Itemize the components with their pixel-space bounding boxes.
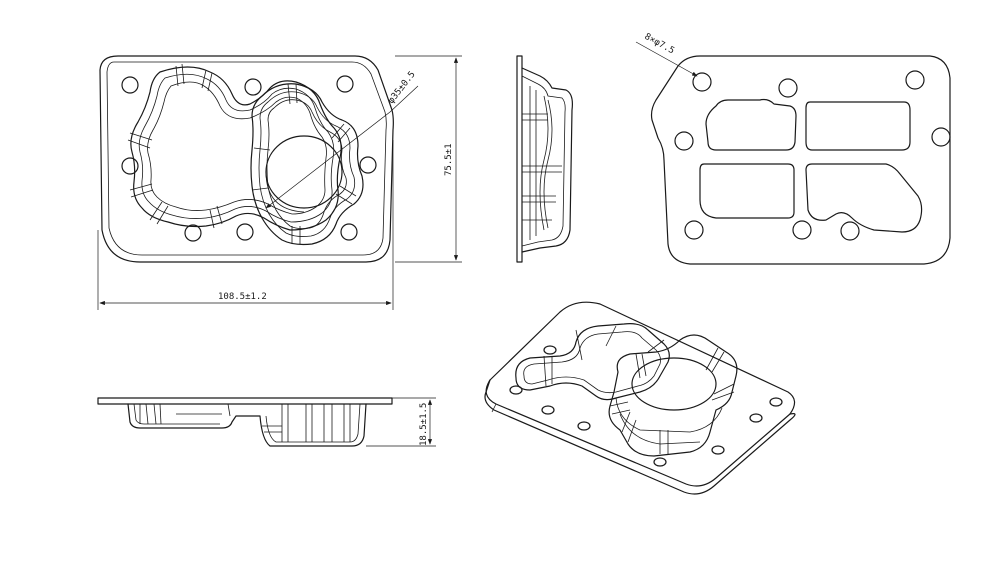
front-bolt-holes [121,75,377,242]
front-view-outline [99,55,394,263]
back-view: 8×φ7.5 [635,32,951,265]
back-bolt-holes [674,70,951,241]
back-window-4 [805,163,923,233]
height-dimension: 75.5±1 [444,143,454,176]
iso-boss [608,334,738,457]
bolt-holes-dimension: 8×φ7.5 [643,32,676,57]
bottom-view: 18.5±1.5 [97,397,436,447]
back-view-outline [650,55,951,265]
depth-dimension: 18.5±1.5 [419,403,429,446]
back-window-1 [705,98,797,151]
side-view [516,55,573,263]
right-cavity [250,83,364,246]
iso-plate-top [485,301,796,487]
isometric-view [484,301,796,495]
back-window-3 [699,163,795,219]
iso-bolt-holes [509,345,783,467]
front-view: φ35±0.5 75.5±1 108.5±1.2 [97,55,462,310]
width-dimension: 108.5±1.2 [218,292,267,302]
back-window-2 [805,101,911,151]
